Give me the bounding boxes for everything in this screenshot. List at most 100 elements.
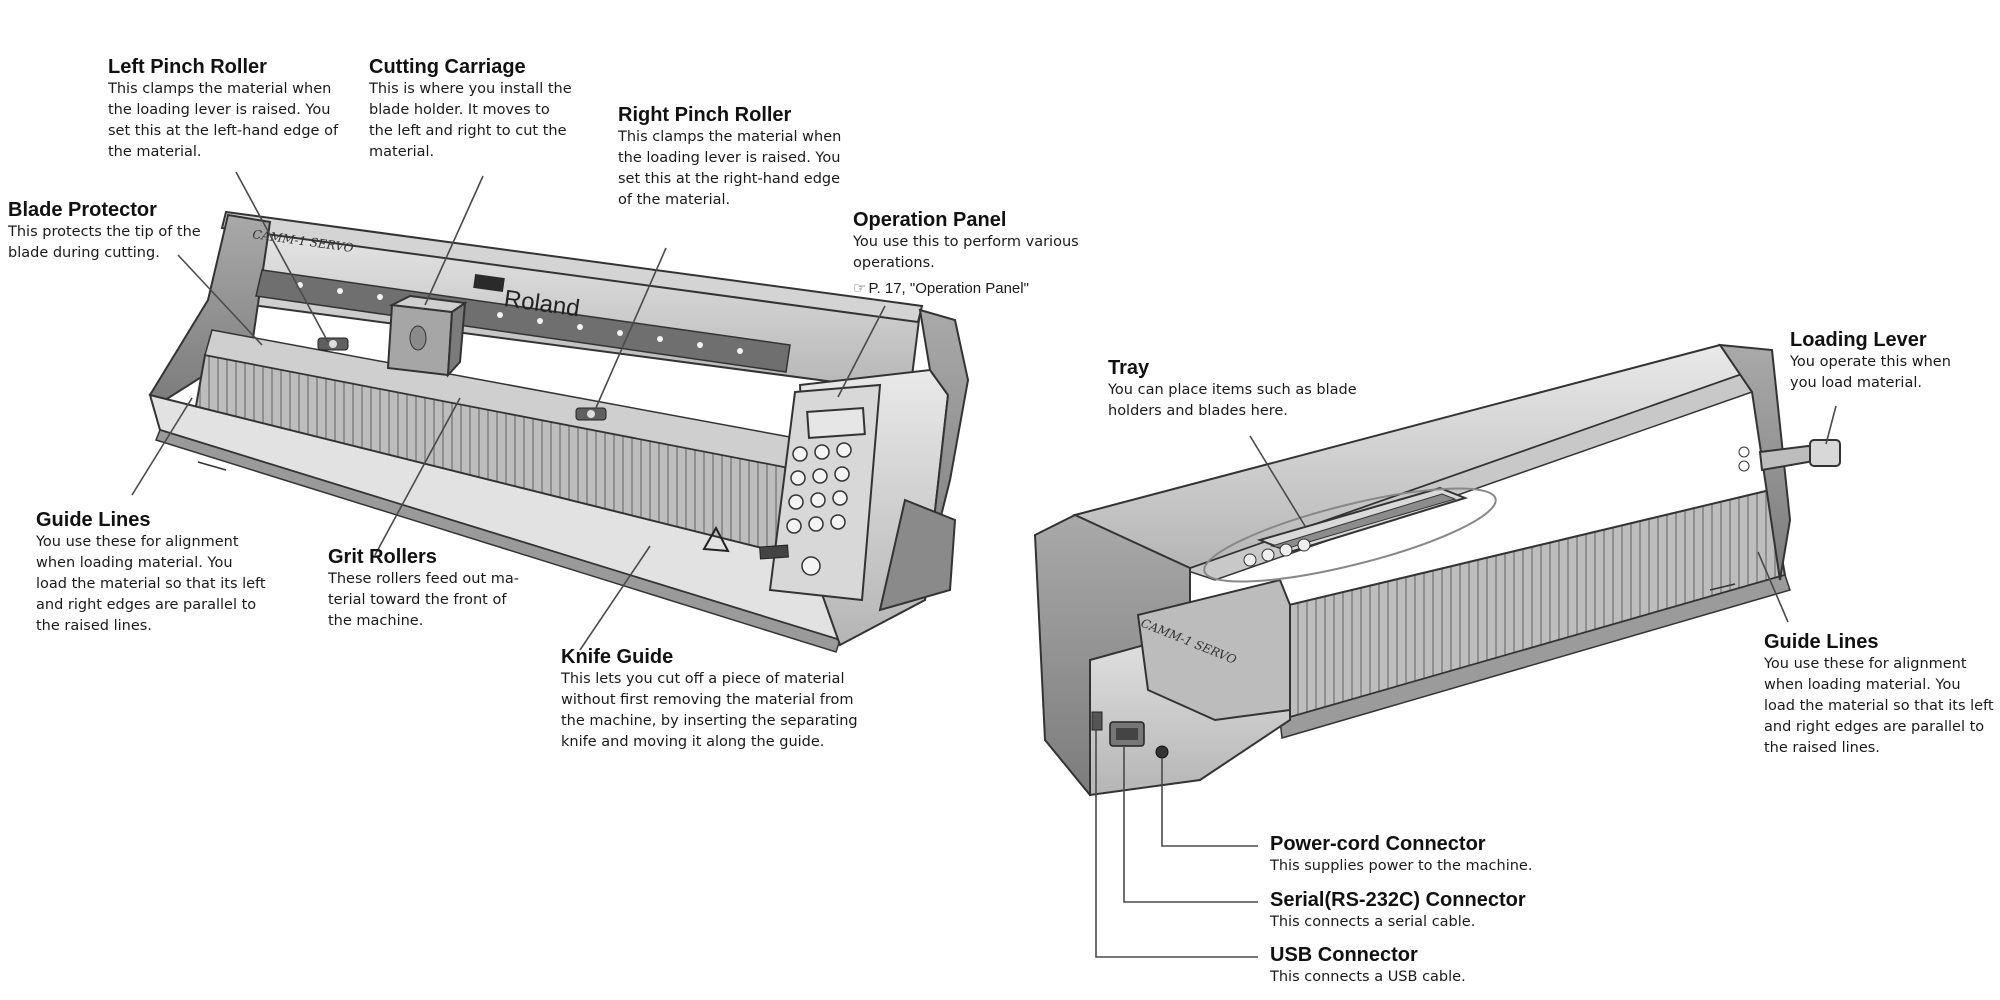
page-reference-text: P. 17, "Operation Panel" [868, 280, 1029, 297]
callout-line: set this at the right-hand edge [618, 171, 841, 187]
callout-cutting-carriage: Cutting Carriage This is where you insta… [369, 55, 609, 163]
front-machine-rail-slot [255, 269, 791, 373]
callout-loading-lever: Loading Lever You operate this when you … [1790, 328, 1990, 394]
callout-title: Serial(RS-232C) Connector [1270, 889, 1526, 911]
leader-grit-rollers [374, 397, 461, 556]
leader-blade-protector [177, 254, 263, 346]
front-machine-right-pinch-roller [575, 407, 607, 421]
leader-lines [131, 171, 1837, 958]
callout-line: This clamps the material when [108, 81, 332, 97]
callout-line: You use these for alignment [36, 534, 239, 550]
callout-title: Operation Panel [853, 209, 1007, 231]
callout-line: This connects a USB cable. [1270, 969, 1466, 985]
callout-tray: Tray You can place items such as blade h… [1108, 356, 1398, 422]
front-machine-panel-buttons [786, 442, 852, 576]
pointing-hand-icon: ☞ [853, 280, 867, 297]
callout-power-cord-connector: Power-cord Connector This supplies power… [1270, 832, 1610, 877]
back-machine-tray-highlight [1203, 487, 1497, 583]
callout-line: These rollers feed out ma- [328, 571, 520, 587]
back-machine-serial-port [1109, 721, 1145, 747]
leader-guide-lines-back [1757, 551, 1789, 623]
callout-left-pinch-roller: Left Pinch Roller This clamps the materi… [108, 55, 358, 163]
callout-line: the machine. [328, 613, 424, 629]
leader-knife-guide [579, 545, 651, 651]
front-machine-operation-panel [768, 383, 882, 602]
callout-line: This supplies power to the machine. [1270, 858, 1533, 874]
callout-title: Grit Rollers [328, 546, 437, 568]
callout-line: load the material so that its left [36, 576, 266, 592]
callout-operation-panel: Operation Panel You use this to perform … [853, 208, 1103, 299]
back-machine-power-port [1155, 745, 1169, 759]
leader-tray [1249, 435, 1306, 527]
front-machine: Roland CAMM-1 SERVO [148, 210, 970, 653]
callout-guide-lines-front: Guide Lines You use these for alignment … [36, 508, 286, 637]
callout-line: blade during cutting. [8, 245, 160, 261]
callout-guide-lines-back: Guide Lines You use these for alignment … [1764, 630, 1996, 759]
callout-right-pinch-roller: Right Pinch Roller This clamps the mater… [618, 103, 878, 211]
callout-title: Guide Lines [36, 509, 151, 531]
callout-line: the left and right to cut the [369, 123, 567, 139]
callout-line: You use this to perform various [853, 234, 1079, 250]
callout-line: This clamps the material when [618, 129, 842, 145]
callout-line: operations. [853, 255, 935, 271]
callout-line: material. [369, 144, 435, 160]
callout-title: Left Pinch Roller [108, 56, 267, 78]
page-reference: ☞P. 17, "Operation Panel" [853, 278, 1103, 299]
back-machine-tray [1243, 486, 1468, 567]
callout-blade-protector: Blade Protector This protects the tip of… [8, 198, 228, 264]
back-machine-usb-port [1091, 711, 1103, 731]
callout-serial-connector: Serial(RS-232C) Connector This connects … [1270, 888, 1630, 933]
back-machine-loading-lever [1738, 439, 1841, 472]
callout-line: when loading material. You [36, 555, 233, 571]
callout-line: without first removing the material from [561, 692, 854, 708]
back-machine-corner-block [1136, 578, 1291, 722]
front-machine-warning-icon [702, 525, 730, 553]
callout-line: when loading material. You [1764, 677, 1961, 693]
callout-line: knife and moving it along the guide. [561, 734, 825, 750]
leader-operation-panel [837, 305, 886, 398]
callout-line: blade holder. It moves to [369, 102, 550, 118]
leader-right-pinch-roller [594, 247, 667, 411]
callout-line: You operate this when [1790, 354, 1951, 370]
callout-line: the machine, by inserting the separating [561, 713, 858, 729]
back-machine-right-end [1717, 343, 1792, 581]
callout-title: Right Pinch Roller [618, 104, 792, 126]
callout-line: holders and blades here. [1108, 403, 1288, 419]
leader-power-cord [1161, 758, 1258, 847]
leader-cutting-carriage [424, 175, 484, 306]
callout-grit-rollers: Grit Rollers These rollers feed out ma- … [328, 545, 538, 632]
callout-line: you load material. [1790, 375, 1922, 391]
callout-line: This lets you cut off a piece of materia… [561, 671, 845, 687]
callout-title: Cutting Carriage [369, 56, 526, 78]
callout-usb-connector: USB Connector This connects a USB cable. [1270, 943, 1610, 988]
front-machine-cutting-carriage [386, 294, 468, 378]
back-machine: CAMM-1 SERVO [1033, 343, 1841, 797]
front-machine-top-rail [220, 210, 924, 324]
callout-line: the loading lever is raised. You [618, 150, 841, 166]
callout-line: set this at the left-hand edge of [108, 123, 339, 139]
leader-left-pinch-roller [235, 171, 329, 343]
callout-line: This connects a serial cable. [1270, 914, 1476, 930]
leader-serial [1123, 746, 1258, 903]
callout-title: Blade Protector [8, 199, 157, 221]
callout-line: and right edges are parallel to [36, 597, 257, 613]
callout-line: You use these for alignment [1764, 656, 1967, 672]
callout-line: the raised lines. [36, 618, 152, 634]
leader-loading-lever [1825, 405, 1837, 445]
callout-line: the raised lines. [1764, 740, 1880, 756]
callout-line: You can place items such as blade [1108, 382, 1357, 398]
front-machine-left-pinch-roller [317, 337, 349, 351]
callout-line: This protects the tip of the [8, 224, 201, 240]
callout-title: USB Connector [1270, 944, 1418, 966]
callout-line: terial toward the front of [328, 592, 507, 608]
callout-knife-guide: Knife Guide This lets you cut off a piec… [561, 645, 891, 753]
callout-line: of the material. [618, 192, 731, 208]
callout-line: the loading lever is raised. You [108, 102, 331, 118]
callout-line: and right edges are parallel to [1764, 719, 1985, 735]
callout-line: This is where you install the [369, 81, 572, 97]
callout-line: the material. [108, 144, 202, 160]
front-machine-panel-display [806, 407, 866, 439]
leader-usb [1095, 730, 1258, 958]
callout-title: Tray [1108, 357, 1150, 379]
